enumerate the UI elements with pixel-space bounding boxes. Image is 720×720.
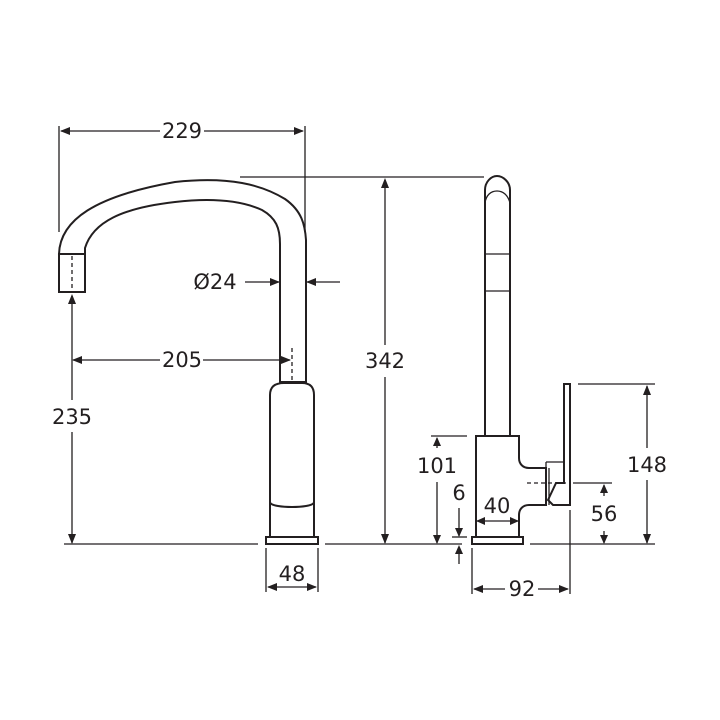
dimension-6: 6 bbox=[452, 481, 467, 564]
tap-body-front bbox=[269, 382, 315, 509]
dim-label-40: 40 bbox=[484, 494, 511, 518]
dim-label-92: 92 bbox=[509, 577, 536, 601]
dimension-342: 342 bbox=[240, 176, 484, 544]
dimension-229: 229 bbox=[58, 119, 306, 232]
dim-label-56: 56 bbox=[591, 502, 618, 526]
dim-label-148: 148 bbox=[627, 453, 667, 477]
base-plate-front bbox=[265, 536, 319, 545]
dimension-101: 101 bbox=[417, 435, 467, 544]
spout-column-inner-arc bbox=[484, 190, 511, 204]
dimension-235: 235 bbox=[52, 294, 92, 544]
dimension-40: 40 bbox=[476, 494, 519, 525]
dim-label-48: 48 bbox=[279, 562, 306, 586]
dim-label-101: 101 bbox=[417, 454, 457, 478]
dimension-56: 56 bbox=[573, 482, 618, 544]
dimension-205: 205 bbox=[72, 348, 291, 372]
spout-column-side bbox=[484, 174, 511, 436]
dim-label-235: 235 bbox=[52, 405, 92, 429]
lever-handle bbox=[546, 383, 571, 506]
dimension-48: 48 bbox=[265, 548, 319, 592]
base-plate-side bbox=[471, 536, 524, 545]
dimension-diameter: Ø24 bbox=[193, 270, 340, 294]
dimension-92: 92 bbox=[471, 510, 571, 601]
dim-label-342: 342 bbox=[365, 349, 405, 373]
side-view bbox=[471, 174, 571, 545]
dimension-148: 148 bbox=[578, 383, 667, 544]
dim-label-229: 229 bbox=[162, 119, 202, 143]
dim-label-diameter: Ø24 bbox=[193, 270, 236, 294]
dim-label-205: 205 bbox=[162, 348, 202, 372]
dim-label-6: 6 bbox=[452, 481, 465, 505]
